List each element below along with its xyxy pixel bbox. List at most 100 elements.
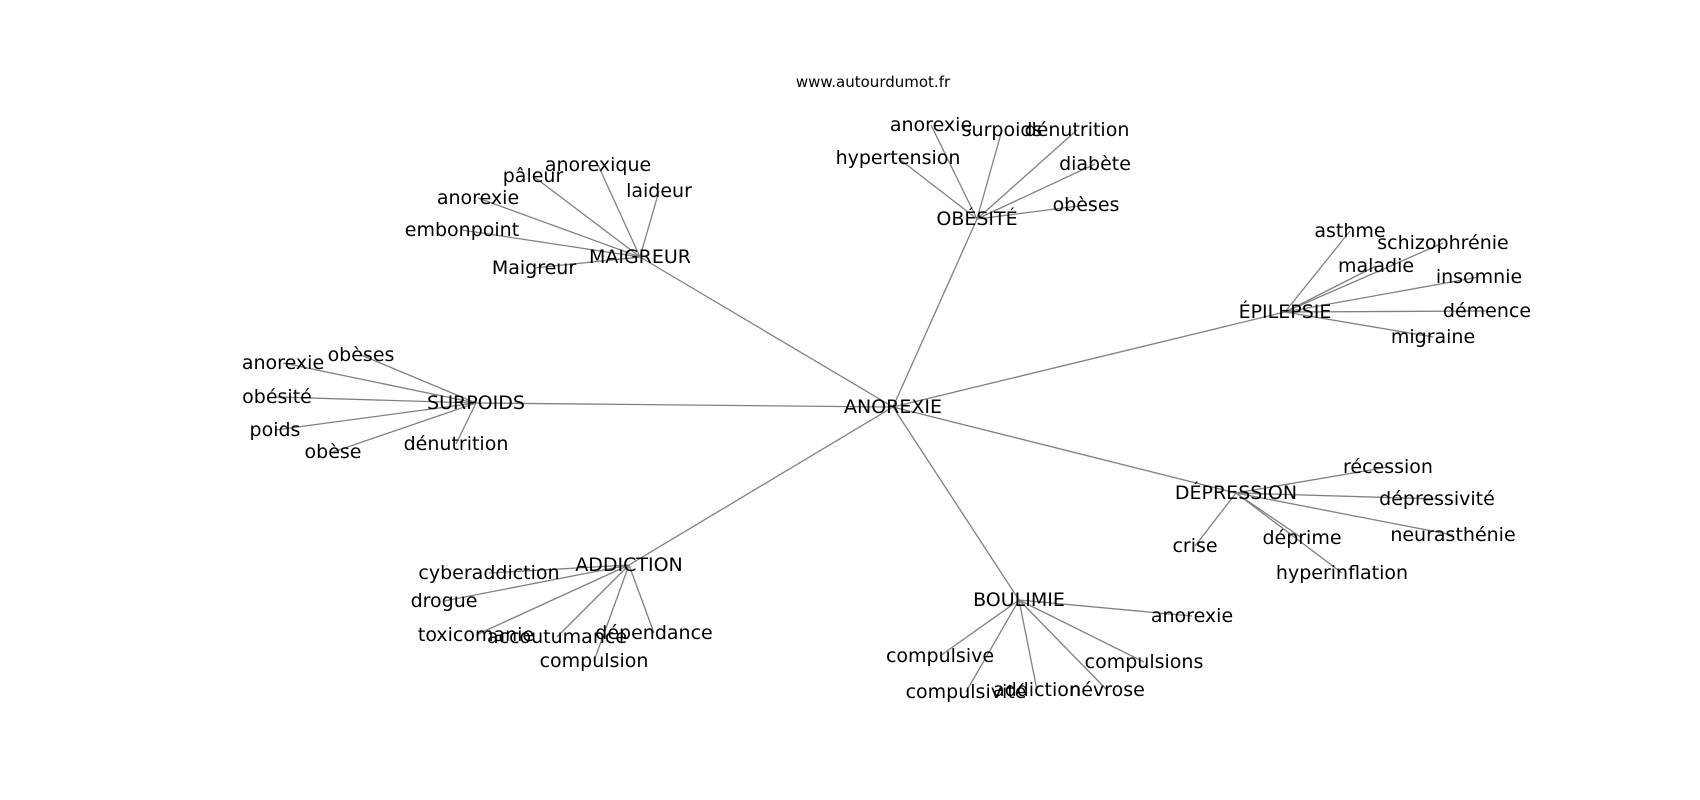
edge-hub-leaf [628,564,655,634]
leaf-node: compulsion [540,650,649,672]
edge-hub-leaf [282,362,477,404]
hub-node: ÉPILEPSIE [1239,300,1332,323]
center-node: ANOREXIE [844,396,942,418]
edge-hub-leaf [639,190,660,258]
leaf-node: dénutrition [404,433,509,455]
edge-hub-leaf [965,599,1020,693]
edge-hub-leaf [477,197,641,258]
leaf-node: anorexie [890,114,972,136]
leaf-node: obèses [328,344,395,366]
edge-hub-leaf [1018,599,1145,663]
edge-hub-leaf [1284,310,1488,313]
edge-hub-leaf [930,124,978,220]
leaf-node: pâleur [503,165,564,187]
edge-hub-leaf [976,129,1003,220]
edge-hub-leaf [897,157,978,220]
leaf-node: dépendance [595,622,712,644]
leaf-node: Maigreur [492,257,577,279]
hub-node: BOULIMIE [973,589,1065,611]
edge-hub-leaf [1284,276,1480,313]
leaf-node: poids [250,419,301,441]
hub-node: ADDICTION [575,554,683,576]
edge-hub-leaf [274,402,477,431]
edge-hub-leaf [1018,599,1108,691]
leaf-node: addiction [993,679,1081,701]
edge-hub-leaf [455,402,477,445]
leaf-node: anorexique [545,154,651,176]
edge-center-hub [892,218,978,408]
edge-hub-leaf [1194,492,1237,547]
leaf-node: récession [1343,456,1433,478]
edge-hub-leaf [461,229,641,258]
edge-hub-leaf [1235,492,1343,574]
edge-hub-leaf [939,599,1020,657]
edge-hub-leaf [443,564,630,602]
edge-hub-leaf [1284,230,1351,313]
edge-center-hub [628,406,894,566]
edge-hub-leaf [1018,599,1193,617]
leaf-node: compulsivité [906,681,1027,703]
leaf-node: obésité [242,386,312,408]
leaf-node: hypertension [836,147,961,169]
edge-hub-leaf [332,402,477,453]
edge-hub-leaf [533,256,641,269]
edge-hub-leaf [360,354,477,404]
leaf-node: démence [1443,300,1531,322]
edge-hub-leaf [976,163,1096,220]
hub-node: MAIGREUR [589,246,691,268]
edge-hub-leaf [593,564,630,662]
leaf-node: embonpoint [405,219,519,241]
edge-hub-leaf [1235,466,1389,494]
leaf-node: névrose [1069,679,1145,701]
leaf-node: compulsions [1085,651,1204,673]
hub-node: DÉPRESSION [1175,481,1297,504]
edge-center-hub [892,311,1286,408]
leaf-node: laideur [626,180,692,202]
edge-hub-leaf [1284,242,1444,313]
leaf-node: obèse [305,441,362,463]
edge-hub-leaf [976,129,1078,220]
edge-center-hub [639,256,894,408]
edge-hub-leaf [597,164,641,258]
leaf-node: hyperinflation [1276,562,1408,584]
leaf-node: drogue [411,590,478,612]
graph-labels: ANOREXIEMAIGREURanorexiquepâleuranorexie… [242,114,1531,703]
edge-center-hub [892,406,1237,494]
edge-hub-leaf [976,204,1087,220]
edge-hub-leaf [276,396,477,404]
edge-hub-leaf [1235,492,1454,536]
edge-hub-leaf [532,175,641,258]
graph-edges [274,124,1488,693]
leaf-node: anorexie [242,352,324,374]
leaf-node: diabète [1059,153,1131,175]
leaf-node: obèses [1053,194,1120,216]
leaf-node: crise [1172,535,1217,557]
leaf-node: migraine [1391,326,1475,348]
leaf-node: neurasthénie [1390,524,1515,546]
leaf-node: déprime [1262,527,1341,549]
site-url: www.autourdumot.fr [796,73,951,91]
leaf-node: maladie [1338,255,1414,277]
edge-hub-leaf [556,564,630,638]
leaf-node: cyberaddiction [418,562,559,584]
edge-hub-leaf [1284,265,1377,313]
leaf-node: insomnie [1436,266,1522,288]
leaf-node: dépressivité [1379,488,1495,510]
leaf-node: schizophrénie [1377,232,1508,254]
leaf-node: asthme [1314,220,1385,242]
leaf-node: accoutumance [487,626,627,648]
hub-node: SURPOIDS [427,392,525,414]
leaf-node: anorexie [1151,605,1233,627]
edge-center-hub [892,406,1020,601]
leaf-node: surpoids [962,119,1043,141]
leaf-node: anorexie [437,187,519,209]
edge-hub-leaf [1018,599,1038,691]
edge-hub-leaf [488,564,630,574]
leaf-node: dénutrition [1025,119,1130,141]
hub-node: OBÉSITÉ [936,207,1017,230]
edge-center-hub [475,402,894,408]
edge-hub-leaf [475,564,630,636]
leaf-node: toxicomanie [418,624,534,646]
leaf-node: compulsive [886,645,994,667]
